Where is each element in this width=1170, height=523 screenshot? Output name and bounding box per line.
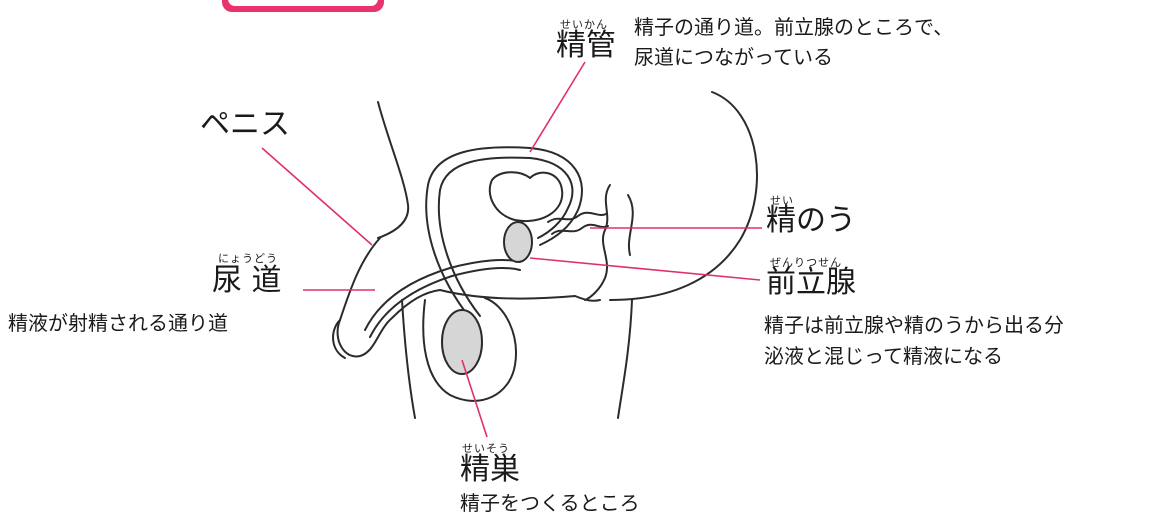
penis-term: ペニス bbox=[200, 108, 290, 143]
leader-seikan bbox=[530, 62, 585, 152]
seisou-desc: 精子をつくるところ bbox=[460, 492, 640, 515]
abdomen-contour bbox=[378, 102, 408, 238]
leader-penis bbox=[262, 148, 372, 245]
nyoudou-term: 尿 道 bbox=[212, 264, 282, 299]
thigh-back bbox=[618, 300, 632, 418]
leader-seisou bbox=[462, 360, 487, 437]
urethra bbox=[365, 260, 520, 330]
seikan-term: 精管 bbox=[556, 29, 616, 64]
zenritsusen-term: 前立腺 bbox=[766, 266, 856, 301]
rectum bbox=[585, 185, 610, 300]
back-contour bbox=[610, 92, 757, 300]
seinou-term: 精のう bbox=[766, 204, 856, 239]
nyoudou-desc: 精液が射精される通り道 bbox=[8, 312, 228, 335]
thigh-front bbox=[402, 300, 415, 418]
bladder bbox=[490, 172, 562, 221]
seikan-desc-line1: 精子の通り道。前立腺のところで、 bbox=[634, 16, 953, 39]
zenritsusen-desc-line2: 泌液と混じって精液になる bbox=[764, 345, 1003, 368]
testis bbox=[442, 310, 482, 374]
zenritsusen-desc-line1: 精子は前立腺や精のうから出る分 bbox=[764, 314, 1064, 337]
leader-zenritsusen bbox=[530, 258, 760, 280]
prostate bbox=[504, 222, 532, 262]
seikan-desc-line2: 尿道につながっている bbox=[634, 46, 833, 69]
seisou-term: 精巣 bbox=[460, 453, 520, 488]
